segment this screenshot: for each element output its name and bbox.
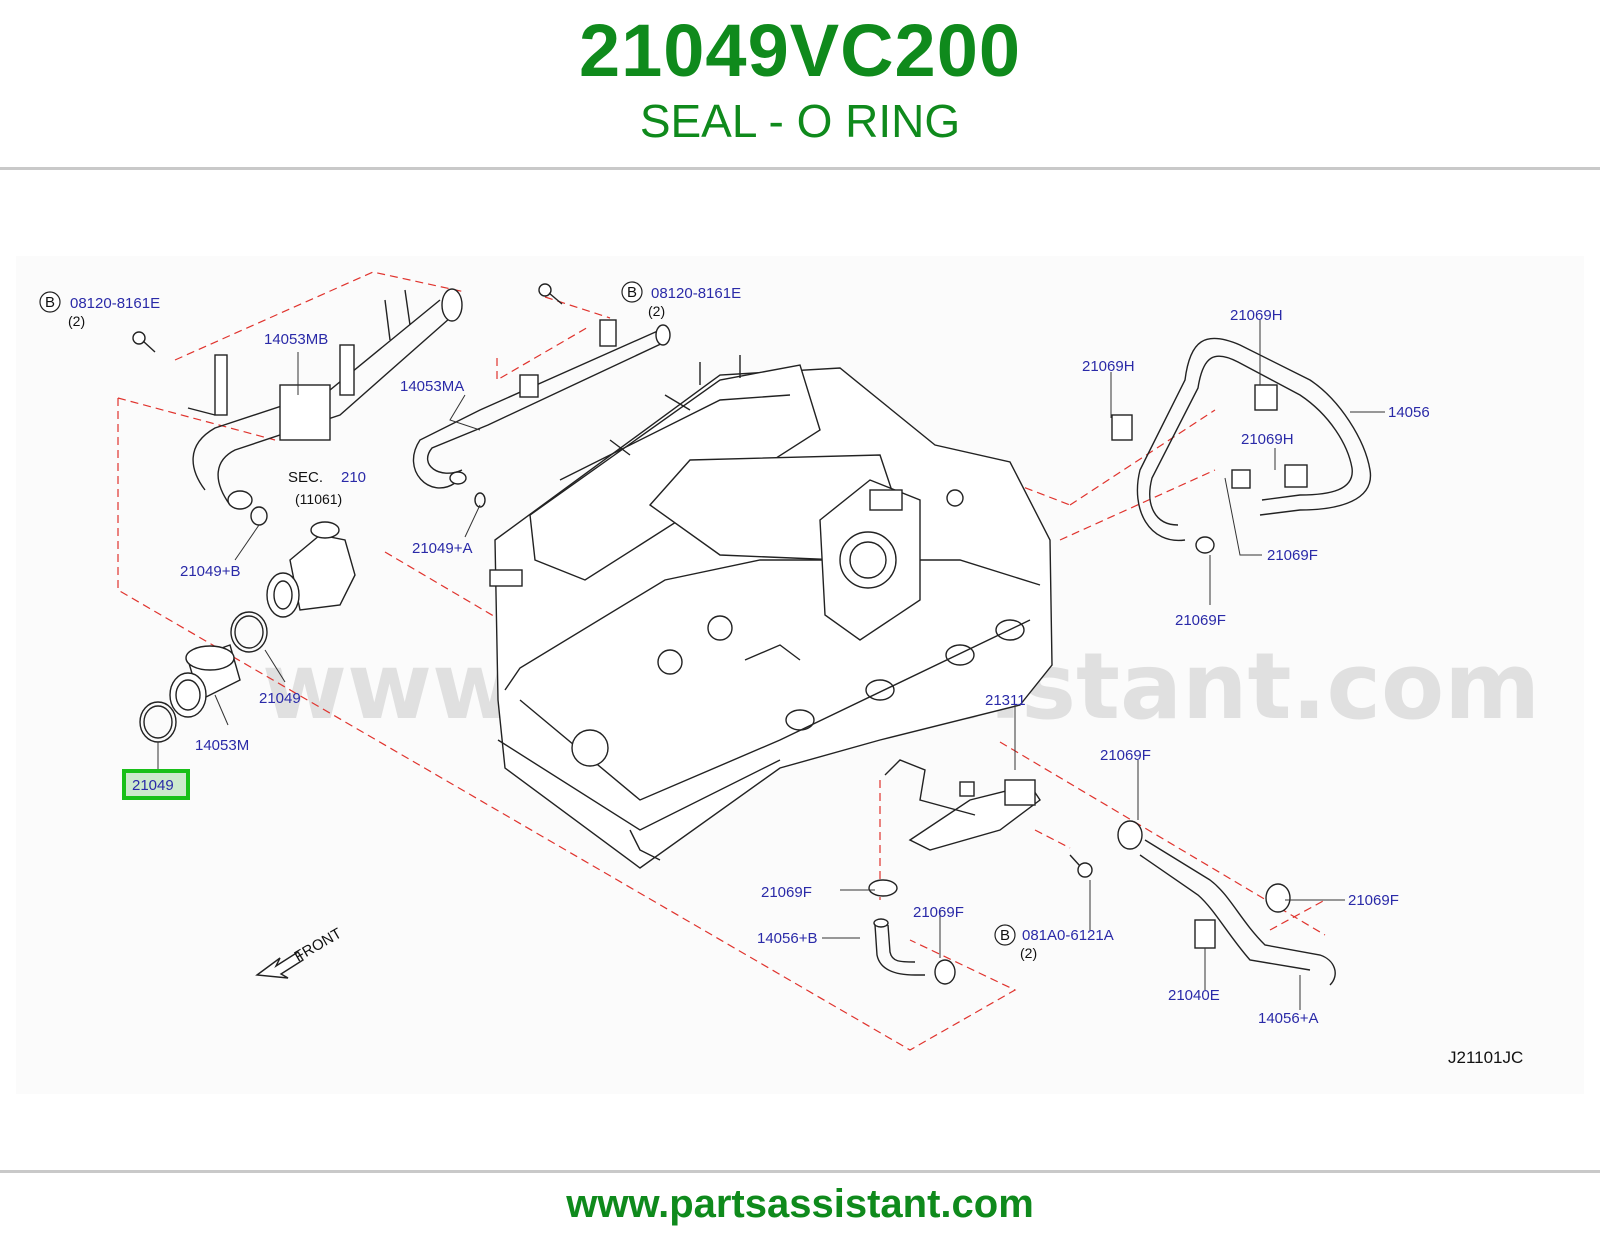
callout-21069H-top[interactable]: 21069H	[1230, 307, 1283, 324]
callout-14053MA[interactable]: 14053MA	[400, 378, 464, 395]
callout-21049A[interactable]: 21049+A	[412, 540, 472, 557]
callout-14053M[interactable]: 14053M	[195, 737, 249, 754]
callout-14053MB[interactable]: 14053MB	[264, 331, 328, 348]
part-description: SEAL - O RING	[639, 95, 961, 147]
callout-21069F-far-right[interactable]: 21069F	[1348, 892, 1399, 909]
cylinder-head-assembly	[489, 355, 1053, 869]
badge-letter-left: B	[45, 294, 55, 311]
callout-08120-8161E-mid[interactable]: 08120-8161E	[651, 285, 741, 302]
bolt-badge-mid: B	[621, 281, 643, 303]
callout-21040E[interactable]: 21040E	[1168, 987, 1220, 1004]
bolt-badge-left: B	[39, 291, 61, 313]
section-ref-prefix: SEC.	[288, 469, 323, 486]
callout-21049-highlighted[interactable]: 21049	[132, 777, 174, 794]
callout-qty-lower: (2)	[1020, 945, 1037, 961]
callout-081A0-6121A[interactable]: 081A0-6121A	[1022, 927, 1114, 944]
callout-21069H-mid[interactable]: 21069H	[1241, 431, 1294, 448]
diagram-code: J21101JC	[1448, 1048, 1523, 1067]
badge-letter-lower: B	[1000, 927, 1010, 944]
badge-letter-mid: B	[627, 284, 637, 301]
water-hose-14056	[1111, 337, 1372, 554]
bolt-badge-lower: B	[994, 924, 1016, 946]
water-hose-14056A	[1117, 820, 1336, 986]
section-ref-sub: (11061)	[295, 491, 342, 507]
highlighted-part-box[interactable]	[122, 769, 190, 800]
callout-08120-8161E-left[interactable]: 08120-8161E	[70, 295, 160, 312]
water-pipe-14053MB	[187, 288, 463, 510]
callout-leader-lines	[157, 320, 1385, 1010]
callout-21069F-left[interactable]: 21069F	[761, 884, 812, 901]
footer-url[interactable]: www.partsassistant.com	[566, 1182, 1034, 1226]
callout-qty-mid: (2)	[648, 303, 665, 319]
callout-14056B[interactable]: 14056+B	[757, 930, 817, 947]
footer-divider	[0, 1170, 1600, 1173]
water-hose-14056B	[868, 879, 956, 985]
front-arrow-icon	[255, 951, 304, 979]
callout-21069F-mid[interactable]: 21069F	[1100, 747, 1151, 764]
callout-21069H-left[interactable]: 21069H	[1082, 358, 1135, 375]
water-pipe-14053MA	[412, 319, 671, 489]
connector-tube-14053M	[139, 492, 486, 743]
bolt-icons	[132, 283, 1093, 878]
callout-21311[interactable]: 21311	[985, 692, 1026, 709]
callout-21069F-bottom[interactable]: 21069F	[913, 904, 964, 921]
section-ref-number[interactable]: 210	[341, 469, 366, 486]
callout-21069F-right[interactable]: 21069F	[1267, 547, 1318, 564]
page-header: 21049VC200 SEAL - O RING	[0, 0, 1600, 168]
water-outlet-housing	[230, 521, 356, 653]
part-number-title: 21049VC200	[578, 9, 1022, 92]
callout-21049B[interactable]: 21049+B	[180, 563, 240, 580]
header-divider	[0, 167, 1600, 170]
front-label: FRONT	[292, 925, 345, 966]
callout-qty-left: (2)	[68, 313, 85, 329]
callout-21069F-lower[interactable]: 21069F	[1175, 612, 1226, 629]
callout-14056[interactable]: 14056	[1388, 404, 1430, 421]
callout-14056A[interactable]: 14056+A	[1258, 1010, 1318, 1027]
callout-21049-upper[interactable]: 21049	[259, 690, 301, 707]
bracket-21311	[884, 759, 1041, 851]
